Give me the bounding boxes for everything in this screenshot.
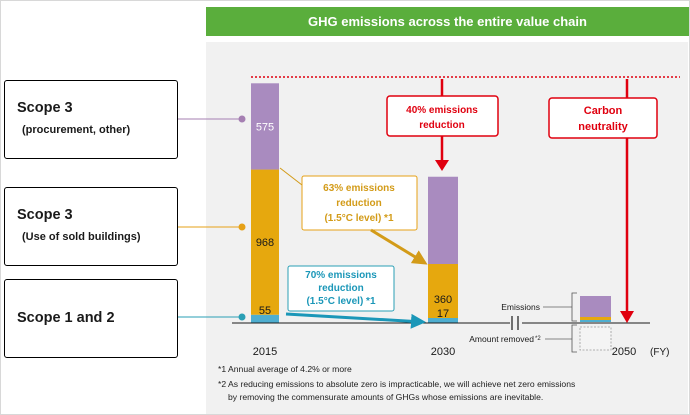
annotation-63pct-line2: reduction xyxy=(336,198,382,209)
bar-2030-procurement xyxy=(428,176,458,264)
scope3-procurement-subtitle: (procurement, other) xyxy=(22,124,131,136)
value-label-2015-buildings: 968 xyxy=(256,237,274,249)
scope3-buildings-box: Scope 3 (Use of sold buildings) xyxy=(4,187,178,266)
annotation-63pct-line3: (1.5°C level) *1 xyxy=(324,213,393,224)
annotation-63pct-box xyxy=(301,175,418,231)
annotation-40pct-line2: reduction xyxy=(419,120,465,131)
annotation-63pct-line1: 63% emissions xyxy=(323,183,395,194)
legend-emissions-bracket xyxy=(571,292,577,322)
value-label-2030-buildings: 360 xyxy=(434,294,452,306)
legend-removed-bracket xyxy=(571,324,577,353)
annotation-70pct-line1: 70% emissions xyxy=(305,270,377,281)
scope12-title: Scope 1 and 2 xyxy=(17,310,115,326)
annotation-70pct-line3: (1.5°C level) *1 xyxy=(306,296,375,307)
bar-2015-scope12 xyxy=(251,314,279,323)
legend-removed-label: Amount removed xyxy=(469,334,534,344)
connector-procurement-dot xyxy=(238,115,246,123)
bar-2030-buildings xyxy=(428,264,458,318)
x-axis-unit: (FY) xyxy=(650,347,669,358)
arrow-neutrality-head xyxy=(620,311,634,323)
bar-2015-buildings xyxy=(251,169,279,315)
footnote-1: *1 Annual average of 4.2% or more xyxy=(218,364,352,374)
annotation-70pct-box xyxy=(287,265,395,312)
connector-buildings-dot xyxy=(238,223,246,231)
scope12-box: Scope 1 and 2 xyxy=(4,279,178,358)
annotation-40pct-line1: 40% emissions xyxy=(406,105,478,116)
value-label-2015-procurement: 575 xyxy=(256,121,274,133)
scope3-procurement-box: Scope 3 (procurement, other) xyxy=(4,80,178,159)
legend-2050-procurement-block xyxy=(580,296,611,317)
arrow-40pct-head xyxy=(435,160,449,171)
legend-2050-scope12-block xyxy=(580,320,611,322)
scope3-buildings-title: Scope 3 xyxy=(17,207,73,223)
legend-2050-removed-block xyxy=(579,326,612,351)
annotation-neutrality-line2: neutrality xyxy=(578,121,628,133)
legend-removed-footnote-mark: *2 xyxy=(535,336,541,342)
scope3-procurement-title: Scope 3 xyxy=(17,100,73,116)
annotation-70pct-line2: reduction xyxy=(318,283,364,294)
legend-2050-buildings-block xyxy=(580,317,611,320)
bar-2030-scope12 xyxy=(428,318,458,323)
arrow-63pct xyxy=(370,228,428,265)
annotation-63pct-leader xyxy=(279,167,303,186)
scope3-buildings-subtitle: (Use of sold buildings) xyxy=(22,231,141,243)
arrow-70pct xyxy=(285,312,426,329)
x-tick-2015: 2015 xyxy=(253,346,277,358)
footnote-2-cont: by removing the commensurate amounts of … xyxy=(228,392,544,402)
x-tick-2030: 2030 xyxy=(431,346,455,358)
bar-2015-procurement xyxy=(251,83,279,170)
value-label-2015-scope12: 55 xyxy=(259,305,271,317)
connector-scope12-dot xyxy=(238,313,246,321)
footnote-2: *2 As reducing emissions to absolute zer… xyxy=(218,379,576,389)
annotation-neutrality-box xyxy=(548,97,658,139)
x-tick-2050: 2050 xyxy=(612,346,636,358)
value-label-2030-scope12: 17 xyxy=(437,308,449,320)
legend-emissions-label: Emissions xyxy=(501,302,540,312)
annotation-neutrality-line1: Carbon xyxy=(584,105,623,117)
chart-title: GHG emissions across the entire value ch… xyxy=(206,7,689,36)
